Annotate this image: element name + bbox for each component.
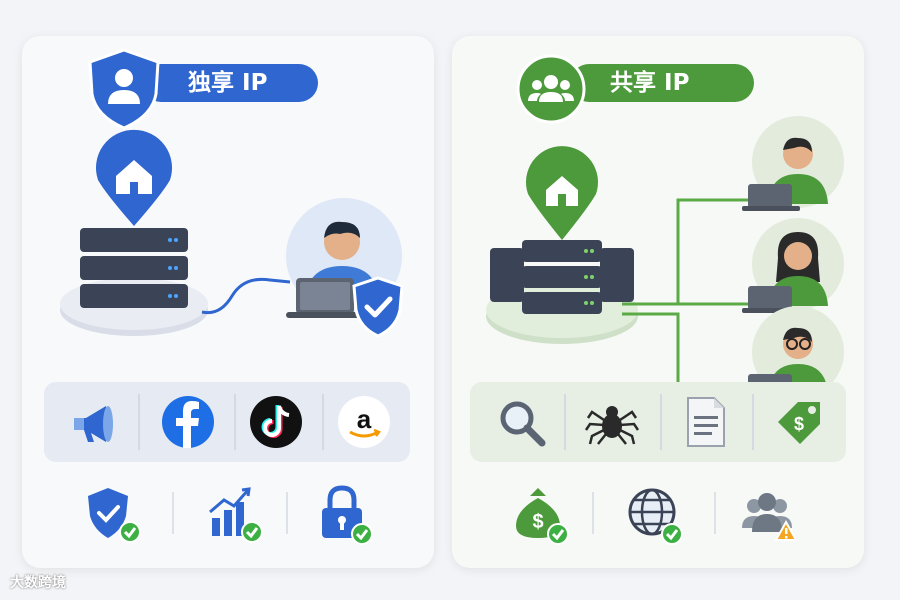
search-icon bbox=[492, 392, 552, 452]
watermark: 大数跨境 bbox=[10, 575, 66, 591]
amazon-icon: a bbox=[334, 392, 394, 452]
money-bag-icon: $ bbox=[508, 482, 572, 546]
shared-user-1-avatar bbox=[742, 114, 852, 214]
price-tag-icon: $ bbox=[768, 392, 828, 452]
svg-text:$: $ bbox=[794, 414, 804, 434]
shared-server-cluster bbox=[482, 146, 652, 348]
megaphone-icon bbox=[66, 392, 126, 452]
facebook-icon bbox=[158, 392, 218, 452]
growth-chart-icon bbox=[202, 482, 266, 546]
lock-icon bbox=[312, 482, 376, 546]
dedicated-server-stack bbox=[58, 129, 218, 348]
spider-icon bbox=[582, 392, 642, 452]
svg-text:$: $ bbox=[532, 511, 543, 533]
shared-ip-title: 共享 IP bbox=[570, 64, 754, 102]
tiktok-icon bbox=[246, 392, 306, 452]
shared-use-cases: $ bbox=[470, 382, 846, 462]
svg-text:a: a bbox=[357, 404, 372, 434]
dedicated-use-cases: a bbox=[44, 382, 410, 462]
dedicated-ip-title: 独享 IP bbox=[142, 64, 318, 102]
shared-ip-panel: 共享 IP bbox=[452, 36, 864, 568]
globe-icon bbox=[622, 482, 686, 546]
connection-cable bbox=[200, 256, 300, 336]
security-shield-icon bbox=[80, 482, 144, 546]
group-users-icon bbox=[516, 54, 586, 124]
document-icon bbox=[676, 392, 736, 452]
shield-check-icon bbox=[350, 276, 406, 338]
shared-user-2-avatar bbox=[742, 216, 852, 316]
dedicated-ip-panel: 独享 IP bbox=[22, 36, 434, 568]
users-warning-icon bbox=[736, 482, 800, 546]
user-shield-icon bbox=[86, 48, 162, 130]
